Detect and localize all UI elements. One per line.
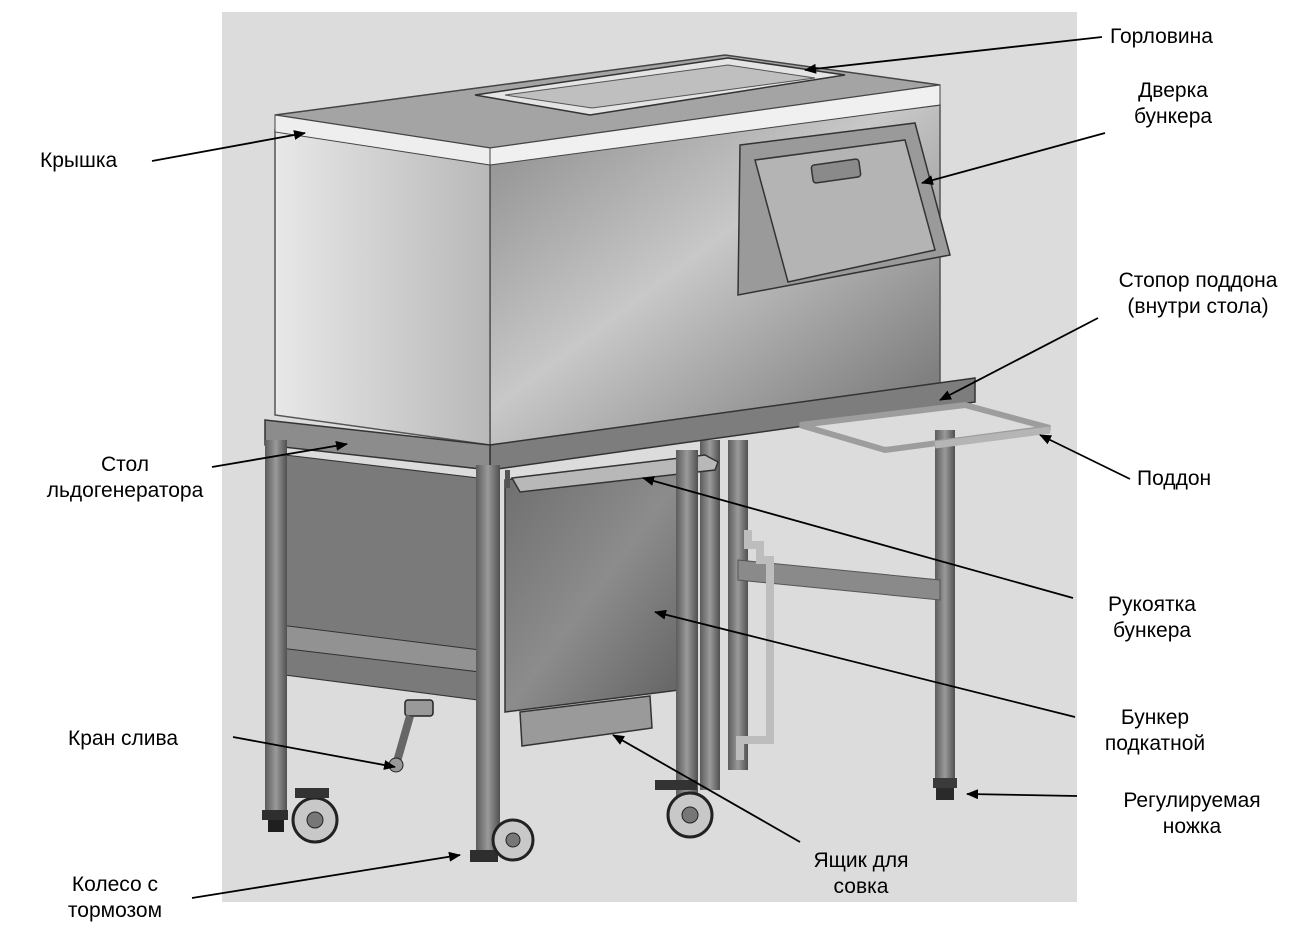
- label-line: подкатной: [1104, 732, 1206, 755]
- label-line: Стол: [100, 453, 150, 476]
- filling-neck-inner: [504, 64, 816, 109]
- label-gorlovina: Горловина: [1110, 24, 1213, 50]
- label-line: Регулируемая: [1123, 789, 1261, 812]
- bin-front-edge: [505, 470, 510, 488]
- label-dverka: Дверка бункера: [1108, 78, 1238, 130]
- label-line: бункера: [1133, 105, 1213, 128]
- label-stol: Стол льдогенератора: [40, 452, 210, 504]
- label-line: Рукоятка: [1108, 593, 1196, 616]
- door-handle: [810, 158, 862, 184]
- arrow-dverka: [921, 132, 1106, 185]
- caster-wheels: [291, 780, 714, 862]
- label-line: Горловина: [1110, 25, 1213, 48]
- arrow-regul: [966, 789, 1078, 800]
- back-legs: [700, 430, 957, 800]
- label-regul: Регулируемая ножка: [1092, 788, 1292, 840]
- label-line: Колесо с: [71, 873, 159, 896]
- label-yashchik: Ящик для совка: [805, 848, 917, 900]
- label-poddon: Поддон: [1137, 466, 1211, 492]
- tray-bar: [934, 426, 1051, 449]
- label-line: Ящик для: [813, 849, 909, 872]
- label-rukoyatka: Рукоятка бункера: [1092, 592, 1212, 644]
- label-line: бункера: [1112, 619, 1192, 642]
- leader-arrows: [151, 36, 1131, 899]
- drain-pipe: [736, 530, 774, 760]
- label-kryshka: Крышка: [40, 148, 117, 174]
- arrow-rukoyatka: [642, 476, 1074, 599]
- tray-frame: [799, 401, 1051, 454]
- label-line: Крышка: [40, 149, 118, 172]
- label-stopor: Стопор поддона (внутри стола): [1094, 268, 1302, 320]
- label-line: ножка: [1162, 815, 1222, 838]
- front-legs: [262, 440, 698, 862]
- bin-handle: [510, 454, 719, 493]
- label-line: Кран слива: [68, 727, 179, 750]
- label-line: Дверка: [1138, 79, 1208, 102]
- arrow-stopor: [939, 317, 1099, 401]
- label-line: Стопор поддона: [1118, 269, 1278, 292]
- label-line: Бункер: [1120, 706, 1190, 729]
- label-bunker: Бункер подкатной: [1090, 705, 1220, 757]
- arrow-yashchik: [612, 734, 801, 843]
- label-line: (внутри стола): [1127, 295, 1269, 318]
- arrow-kran: [232, 736, 396, 770]
- hopper-door-panel: [754, 139, 936, 283]
- label-kran: Кран слива: [68, 726, 178, 752]
- arrow-gorlovina: [804, 36, 1103, 74]
- arrow-poddon: [1039, 434, 1131, 480]
- hopper-side-face: [274, 129, 491, 446]
- label-line: тормозом: [67, 899, 163, 922]
- arrow-stol: [211, 440, 348, 468]
- arrow-bunker: [654, 609, 1076, 718]
- label-line: совка: [833, 875, 889, 898]
- label-koleso: Колесо с тормозом: [50, 872, 180, 924]
- scoop-box: [519, 695, 653, 747]
- arrow-koleso: [191, 851, 461, 899]
- lid-edge-side: [274, 114, 491, 166]
- label-line: льдогенератора: [46, 479, 204, 502]
- arrow-kryshka: [151, 130, 306, 162]
- rollout-bin: [504, 457, 696, 713]
- label-line: Поддон: [1137, 467, 1212, 490]
